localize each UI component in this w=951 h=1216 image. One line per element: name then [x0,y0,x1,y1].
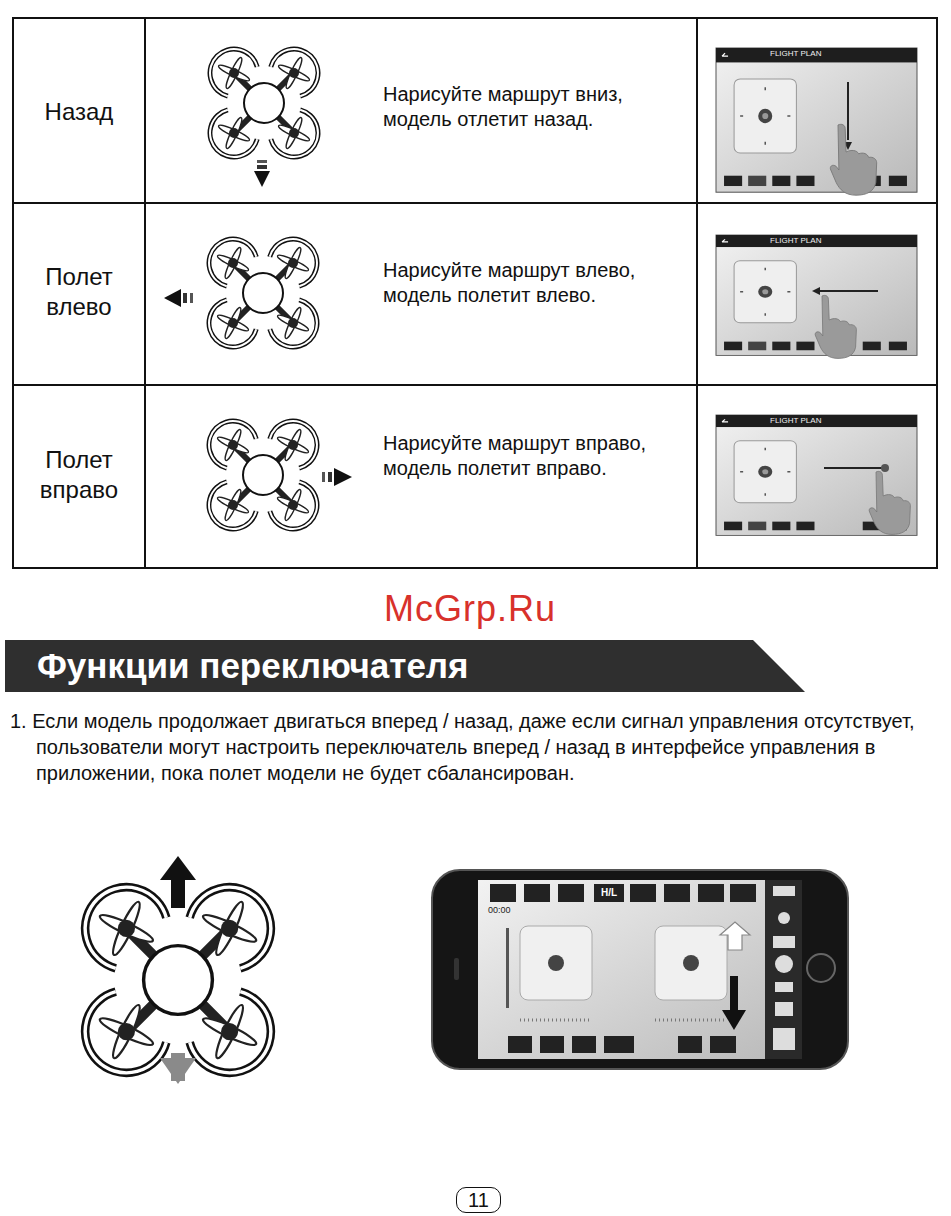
drawing-part [730,976,738,1012]
drone-left [164,239,317,347]
row-description: Нарисуйте маршрут вправо, модель полетит… [383,431,695,481]
drawing-part [775,982,793,992]
drawing-part [630,884,656,902]
drawing-part [773,886,795,1050]
drawing-part [807,954,835,982]
drawing-part [716,415,917,535]
drawing-part [209,239,317,347]
drawing-part [847,82,849,140]
drawing-part [722,1010,746,1030]
drawing-part [490,884,756,1053]
drawing-part [869,471,910,534]
drawing-part [490,884,516,902]
section-header: Функции переключателя [5,640,805,692]
row-description: Нарисуйте маршрут влево, модель полетит … [383,258,695,308]
drawing-part [328,472,332,482]
timer: 00:00 [488,905,528,916]
drawing-part [13,384,937,386]
drone-back [210,49,318,187]
drawing-part [775,955,793,973]
drawing-part [775,1002,793,1016]
screenshot-right [716,415,917,535]
drawing-part [765,880,802,1059]
drawing-part [730,884,756,902]
drawing-part [604,1036,634,1053]
drawing-part [506,928,509,1008]
drawing-part [881,464,889,472]
drawing-part [190,293,193,303]
drawing-part [778,912,790,924]
drawing-part [540,1036,564,1053]
page-number: 11 [456,1187,501,1213]
drawing-part [815,295,856,358]
drawing-part [773,936,795,948]
drawing-part [773,886,795,896]
drawing-part [257,160,267,163]
drawing-part [710,1036,736,1053]
drawing-part [773,1028,795,1050]
page-number-text: 11 [468,1188,489,1212]
drawing-part [257,165,267,169]
row-label: Назад [13,97,145,127]
row-description: Нарисуйте маршрут вниз, модель отлетит н… [383,82,695,132]
drawing-part [144,18,146,568]
drawing-part [478,880,802,1059]
drawing-part [683,955,699,971]
drawing-part [678,1036,702,1053]
screenshot-back [716,48,917,195]
phone [432,870,848,1069]
drawing-part [824,467,884,469]
drawing-part [594,884,624,902]
drawing-part [183,293,187,303]
drawing-part [812,287,820,295]
screenshot-left [716,235,917,358]
drawing-part [13,18,937,568]
drawing-part [818,290,878,292]
drawing-part [254,171,270,187]
drawing-part [830,124,876,195]
drawing-part [548,955,564,971]
drawing-part [454,958,459,980]
drawing-part [524,884,550,902]
drawing-part [696,18,698,568]
table-grid [13,18,937,568]
drawing-part [520,1019,727,1022]
screen-title: FLIGHT PLAN [770,416,870,426]
paragraph: 1. Если модель продолжает двигаться впер… [10,708,940,786]
drawing-part [698,884,724,902]
drawing-part [572,1036,596,1053]
band-fill [5,640,805,692]
drawing-part [209,421,317,529]
drawing-part [432,870,848,1069]
drawing-part [13,202,937,204]
drawing-part [334,468,352,486]
drawing-part [160,856,196,880]
drawing-part [558,884,584,902]
drawing-part [322,472,325,482]
drawing-part [210,49,318,157]
row-label: Полет вправо [13,445,145,505]
drawing-part [520,926,592,1000]
drawing-part [720,922,750,950]
watermark: McGrp.Ru [300,586,640,631]
drawing-part [171,878,185,908]
drawing-part [664,884,690,902]
screen-title: FLIGHT PLAN [770,49,870,59]
screen-title: FLIGHT PLAN [770,236,870,246]
section-title: Функции переключателя [5,640,805,692]
button-text: H/L [594,887,624,900]
drawing-part [716,48,917,192]
drone-switch [85,856,271,1084]
drawing-part [164,289,181,307]
drawing-part [160,1058,196,1084]
drawing-part [85,887,271,1073]
drawing-part [655,926,727,1000]
drone-right [209,421,352,529]
drawing-part [508,1036,532,1053]
row-label: Полет влево [13,262,145,322]
